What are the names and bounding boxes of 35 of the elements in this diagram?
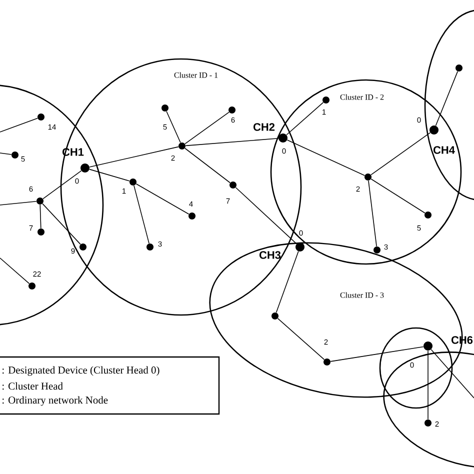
cluster-head-label: CH2 (254, 123, 275, 131)
link-line (184, 148, 230, 184)
link-line (134, 185, 150, 244)
link-line (286, 102, 324, 136)
link-line (42, 203, 81, 245)
link-line (277, 318, 325, 360)
link-line (235, 187, 297, 244)
link-line (435, 71, 458, 126)
legend-entry: : Cluster Head (2, 382, 63, 390)
link-line (370, 132, 431, 176)
legend-entry: : Ordinary network Node (2, 396, 108, 406)
link-line (166, 110, 181, 144)
cluster-head-label: CH3 (260, 251, 281, 259)
link-line (136, 183, 190, 215)
link-line (0, 258, 30, 284)
network-node-dot (456, 64, 462, 72)
link-line (368, 180, 377, 247)
link-line (185, 138, 279, 146)
link-line (370, 178, 426, 214)
link-line (184, 112, 230, 144)
link-line (330, 346, 424, 362)
link-line (0, 118, 38, 132)
link-line (42, 170, 82, 200)
link-line (0, 152, 12, 155)
link-line (89, 168, 130, 182)
link-line (430, 349, 474, 398)
link-line (0, 200, 37, 206)
cluster-ellipse (379, 327, 453, 409)
link-line (40, 204, 42, 229)
legend-entry: : Designated Device (Cluster Head 0) (2, 366, 160, 376)
link-line (276, 251, 299, 313)
link-line (286, 140, 366, 176)
link-line (89, 146, 179, 168)
cluster-head-label: CH4 (434, 146, 455, 154)
network-node-dot (272, 312, 278, 320)
